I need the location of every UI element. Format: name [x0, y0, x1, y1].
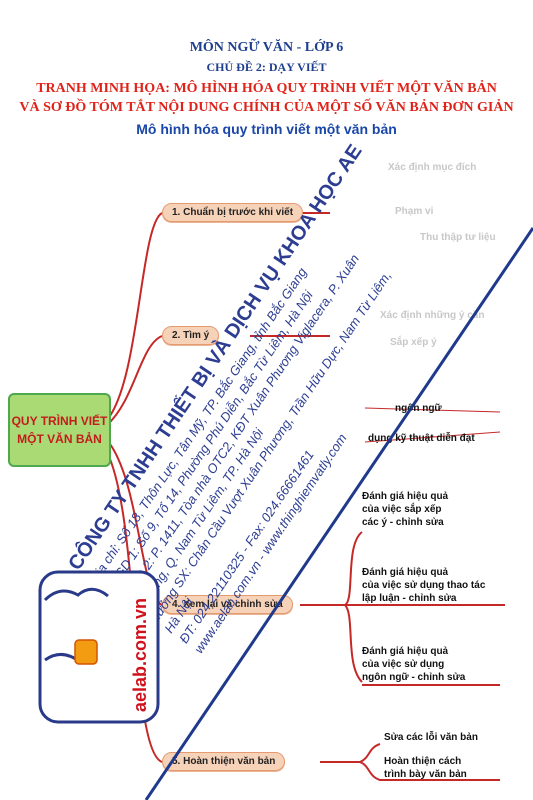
leaf-ky-thuat: dụng kỹ thuật diễn đạt: [368, 433, 475, 444]
connector-leaf1: [344, 531, 363, 606]
connector-leaf-sua: [359, 743, 381, 763]
leaf-ngon-ngu: ngôn ngữ: [395, 403, 442, 414]
connector-leaf-hoan: [359, 761, 500, 781]
aelab-logo: aelab.com.vn: [38, 570, 160, 724]
watermark-diagonal-line: [144, 227, 533, 800]
faded-leaf-4: Xác định những ý cần: [380, 309, 484, 321]
branch-review: 4. Xem lại và chỉnh sửa: [162, 595, 293, 614]
main-title-line2: VÀ SƠ ĐỒ TÓM TẮT NỘI DUNG CHÍNH CỦA MỘT …: [19, 100, 514, 115]
main-title-line1: TRANH MINH HỌA: MÔ HÌNH HÓA QUY TRÌNH VI…: [36, 81, 497, 96]
connector-root-branch2: [106, 335, 163, 426]
branch-finish: 5. Hoàn thiện văn bản: [162, 752, 286, 771]
connector-root-branch1: [106, 212, 163, 421]
leaf-evaluate-reasoning: Đánh giá hiệu quả của việc sử dụng thao …: [362, 567, 486, 604]
leaf-finalize-layout: Hoàn thiện cách trình bày văn bản: [384, 756, 467, 780]
topic-title: CHỦ ĐỀ 2: DẠY VIẾT: [206, 60, 327, 74]
leaf-evaluate-language: Đánh giá hiệu quả của việc sử dụng ngôn …: [362, 646, 466, 683]
course-title: MÔN NGỮ VĂN - LỚP 6: [189, 40, 344, 55]
branch-find-ideas: 2. Tìm ý: [162, 326, 220, 345]
connector-kythuat: [364, 431, 501, 443]
diagram-subtitle: Mô hình hóa quy trình viết một văn bản: [136, 121, 397, 137]
connector-ngonngu: [364, 407, 501, 413]
branch-prepare: 1. Chuẩn bị trước khi viết: [162, 203, 304, 222]
faded-leaf-3: Thu thập tư liệu: [420, 232, 496, 243]
connector-leaf3: [344, 604, 363, 683]
faded-leaf-5: Sắp xếp ý: [390, 335, 437, 348]
root-node: QUY TRÌNH VIẾT MỘT VĂN BẢN: [8, 393, 111, 467]
faded-leaf-2: Phạm vi: [395, 206, 434, 217]
logo-text: aelab.com.vn: [130, 598, 150, 712]
leaf-fix-errors: Sửa các lỗi văn bản: [384, 732, 478, 743]
faded-leaf-1: Xác định mục đích: [388, 162, 476, 173]
leaf-evaluate-order: Đánh giá hiệu quả của việc sắp xếp các ý…: [362, 491, 449, 528]
root-label: QUY TRÌNH VIẾT MỘT VĂN BẢN: [11, 414, 108, 446]
